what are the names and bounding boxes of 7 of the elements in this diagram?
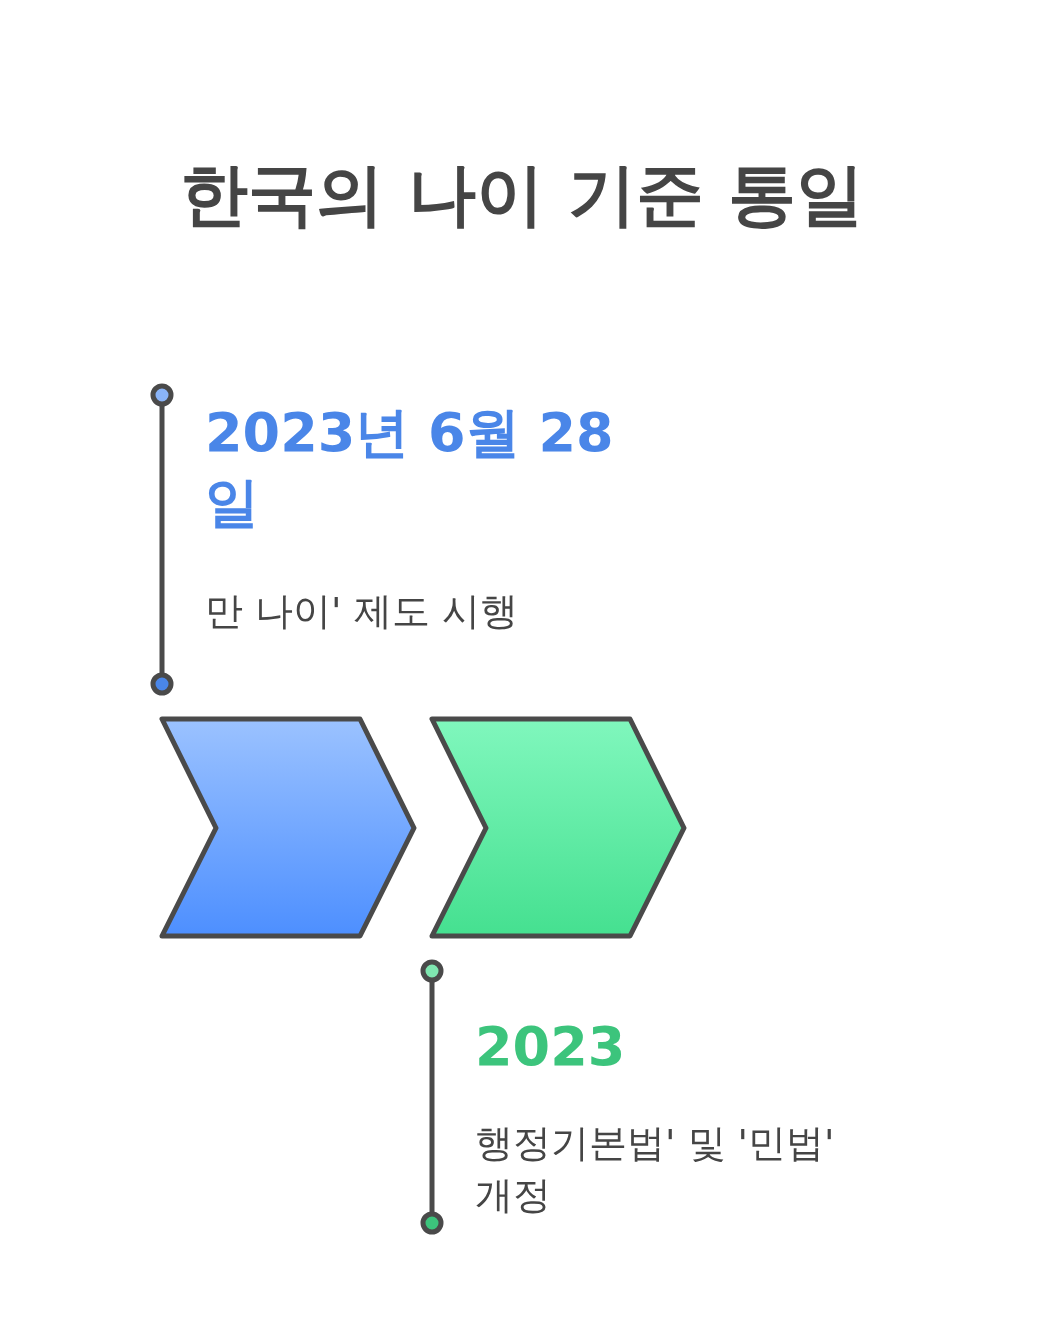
date-heading: 2023년 6월 28일 — [205, 400, 615, 536]
chevron-shape — [428, 715, 688, 940]
event-description: 행정기본법' 및 '민법' 개정 — [475, 1120, 836, 1219]
date-heading: 2023 — [475, 1014, 626, 1080]
title: 한국의 나이 기준 통일 — [179, 154, 865, 236]
event-description: 만 나이' 제도 시행 — [205, 588, 518, 635]
chevron-shape — [158, 715, 418, 940]
